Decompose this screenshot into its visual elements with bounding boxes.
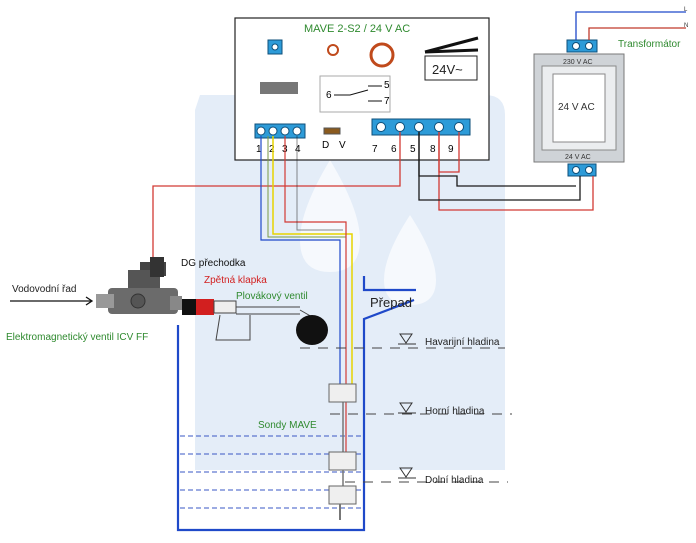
terminal-2: 2 <box>269 144 275 155</box>
probe-upper <box>328 383 357 403</box>
terminal-4: 4 <box>295 144 301 155</box>
potentiometer-icon <box>267 39 283 55</box>
wire-blue-probe <box>260 136 341 385</box>
water-tank <box>176 276 512 532</box>
level-marker-lower-icon <box>398 467 416 479</box>
solenoid-valve-icon <box>96 257 182 314</box>
right-terminal-block <box>371 118 471 136</box>
transformer-secondary: 24 V AC <box>565 154 591 161</box>
display-text: 24V~ <box>432 62 463 77</box>
check-valve-label: Zpětná klapka <box>204 275 267 286</box>
wire-red-probe <box>284 136 347 455</box>
capacitor-icon <box>424 36 479 54</box>
wire-green-probe <box>267 136 346 238</box>
mains-label-n: N <box>684 23 688 29</box>
display-box <box>424 55 478 81</box>
mains-wire-l <box>575 11 686 40</box>
overflow-label: Přepad <box>370 295 412 310</box>
adapter-label: DG přechodka <box>181 258 246 269</box>
terminal-8: 8 <box>430 144 436 155</box>
wire-red-8-9 <box>438 132 460 173</box>
fuse-block <box>260 82 298 94</box>
level-upper-label: Horní hladina <box>425 406 485 417</box>
terminal-6: 6 <box>391 144 397 155</box>
terminal-1: 1 <box>256 144 262 155</box>
level-lower-label: Dolní hladina <box>425 475 484 486</box>
probes-label: Sondy MAVE <box>258 420 317 431</box>
relay-switch: 6 5 7 <box>319 75 391 113</box>
relay-label-5: 5 <box>384 80 390 91</box>
water-surface-lines <box>180 435 362 509</box>
wire-yellow-probe <box>272 136 353 385</box>
wire-black-probe <box>296 136 343 231</box>
mains-wire-n <box>588 27 686 40</box>
mains-label-l: L <box>684 7 688 13</box>
transformer-primary: 230 V AC <box>563 59 593 66</box>
probe-middle <box>328 451 357 471</box>
terminal-7: 7 <box>372 144 378 155</box>
small-coil-icon <box>327 44 339 56</box>
probe-lower <box>328 485 357 505</box>
check-valve-adapter-icon <box>182 299 300 341</box>
valve-name-label: Elektromagnetický ventil ICV FF <box>6 332 148 343</box>
terminal-9: 9 <box>448 144 454 155</box>
transformer-unit: 230 V AC 24 V AC 24 V AC <box>533 39 625 177</box>
wire-black-5-9 <box>418 132 576 187</box>
level-marker-upper-icon <box>398 402 416 414</box>
large-coil-icon <box>369 42 395 68</box>
relay-label-6: 6 <box>326 90 332 101</box>
led-label-d: D <box>322 140 329 151</box>
supply-arrow-icon <box>10 296 94 306</box>
led-label-v: V <box>339 140 346 151</box>
relay-label-7: 7 <box>384 96 390 107</box>
left-terminal-block <box>254 123 306 139</box>
probe-stack <box>328 383 357 520</box>
controller-unit: MAVE 2-S2 / 24 V AC 24V~ 6 5 7 1 <box>234 17 490 161</box>
controller-title: MAVE 2-S2 / 24 V AC <box>304 23 410 35</box>
wire-red-valve-a <box>152 132 401 262</box>
supply-label: Vodovodní řad <box>12 284 77 295</box>
level-marker-emergency-icon <box>398 333 416 345</box>
overflow-pipe <box>362 276 416 292</box>
terminal-5: 5 <box>410 144 416 155</box>
transformer-core: 24 V AC <box>558 102 595 113</box>
transformer-title: Transformátor <box>618 39 681 50</box>
level-emergency-label: Havarijní hladina <box>425 337 500 348</box>
float-ball-icon <box>296 309 328 345</box>
led-indicator <box>323 127 341 135</box>
float-valve-label: Plovákový ventil <box>236 291 308 302</box>
